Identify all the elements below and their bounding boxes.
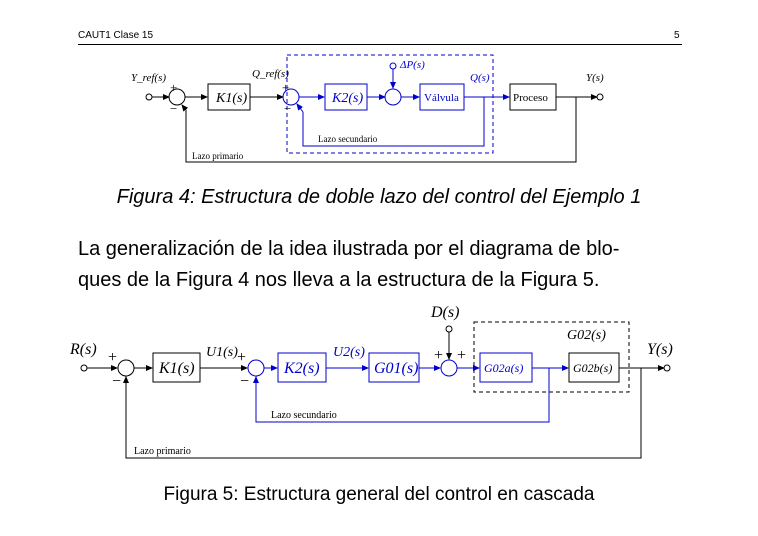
fig5-outer-feedback (125, 368, 642, 459)
figure-4-caption: Figura 4: Estructura de doble lazo del c… (116, 186, 642, 208)
header-rule (78, 44, 682, 45)
fig4-k1-label: K1(s) (215, 91, 247, 106)
fig4-inner-loop-label: Lazo secundario (318, 134, 378, 144)
fig5-k2-label: K2(s) (283, 360, 320, 377)
fig5-g02a-block (479, 352, 533, 383)
fig4-output-node (596, 93, 604, 101)
paragraph-line-1: La generalización de la idea ilustrada p… (78, 238, 620, 260)
paragraph-line-2: ques de la Figura 4 nos lleva a la estru… (78, 269, 600, 291)
fig5-k1-label: K1(s) (158, 360, 195, 377)
fig4-sum1-plus: + (170, 80, 177, 95)
fig4-sum2-minus: − (284, 101, 291, 116)
fig5-sum-junction-2 (247, 359, 265, 377)
fig5-u2-label: U2(s) (333, 345, 365, 360)
fig5-sum2-minus: − (240, 373, 249, 390)
fig5-sum1-plus: + (108, 349, 117, 366)
fig5-sum1-minus: − (112, 373, 121, 390)
fig5-u1-label: U1(s) (206, 345, 238, 360)
fig4-outer-loop-label: Lazo primario (192, 151, 244, 161)
fig4-inner-region (286, 54, 494, 154)
fig5-output-node (663, 364, 671, 372)
fig5-inner-loop-label: Lazo secundario (271, 410, 337, 421)
fig4-disturbance-label: ΔP(s) (399, 59, 425, 71)
page-number: 5 (674, 30, 680, 41)
fig4-sum2-plus: + (282, 80, 289, 95)
fig5-g02a-label: G02a(s) (484, 361, 523, 375)
fig5-sum-junction-3 (440, 359, 458, 377)
fig5-g02-region (473, 321, 630, 393)
fig5-input-label: R(s) (69, 341, 97, 358)
fig4-process-label: Proceso (513, 92, 548, 104)
fig5-outer-loop-label: Lazo primario (134, 446, 191, 457)
fig4-sum1-minus: − (170, 101, 177, 116)
fig4-qref-label: Q_ref(s) (252, 68, 289, 80)
fig4-inner-feedback (302, 97, 485, 147)
fig4-valve-label: Válvula (424, 92, 459, 104)
fig5-disturbance-node (445, 325, 453, 333)
fig4-k2-label: K2(s) (331, 91, 363, 106)
fig5-disturbance-label: D(s) (430, 304, 459, 321)
fig4-output-label: Y(s) (586, 72, 604, 84)
header-title: CAUT1 Clase 15 (78, 30, 154, 41)
fig5-output-label: Y(s) (647, 341, 673, 358)
fig4-process-block (509, 83, 557, 111)
fig5-g02-label: G02(s) (567, 328, 606, 343)
fig5-sum3-plus-left: + (434, 347, 443, 364)
fig5-g01-label: G01(s) (374, 360, 418, 377)
fig5-input-node (80, 364, 88, 372)
fig5-g02b-label: G02b(s) (573, 361, 612, 375)
fig5-g02b-block (568, 352, 620, 383)
fig4-valve-block (419, 83, 465, 111)
fig5-inner-feedback (255, 368, 550, 423)
fig5-k2-block (277, 352, 327, 383)
fig5-g01-block (368, 352, 420, 383)
fig5-sum2-plus: + (237, 349, 246, 366)
fig4-q-label: Q(s) (470, 72, 490, 84)
fig5-sum3-plus-top: + (457, 347, 466, 364)
fig4-outer-feedback (185, 97, 577, 163)
figure-5-caption: Figura 5: Estructura general del control… (163, 484, 595, 505)
fig4-input-label: Y_ref(s) (131, 72, 166, 84)
